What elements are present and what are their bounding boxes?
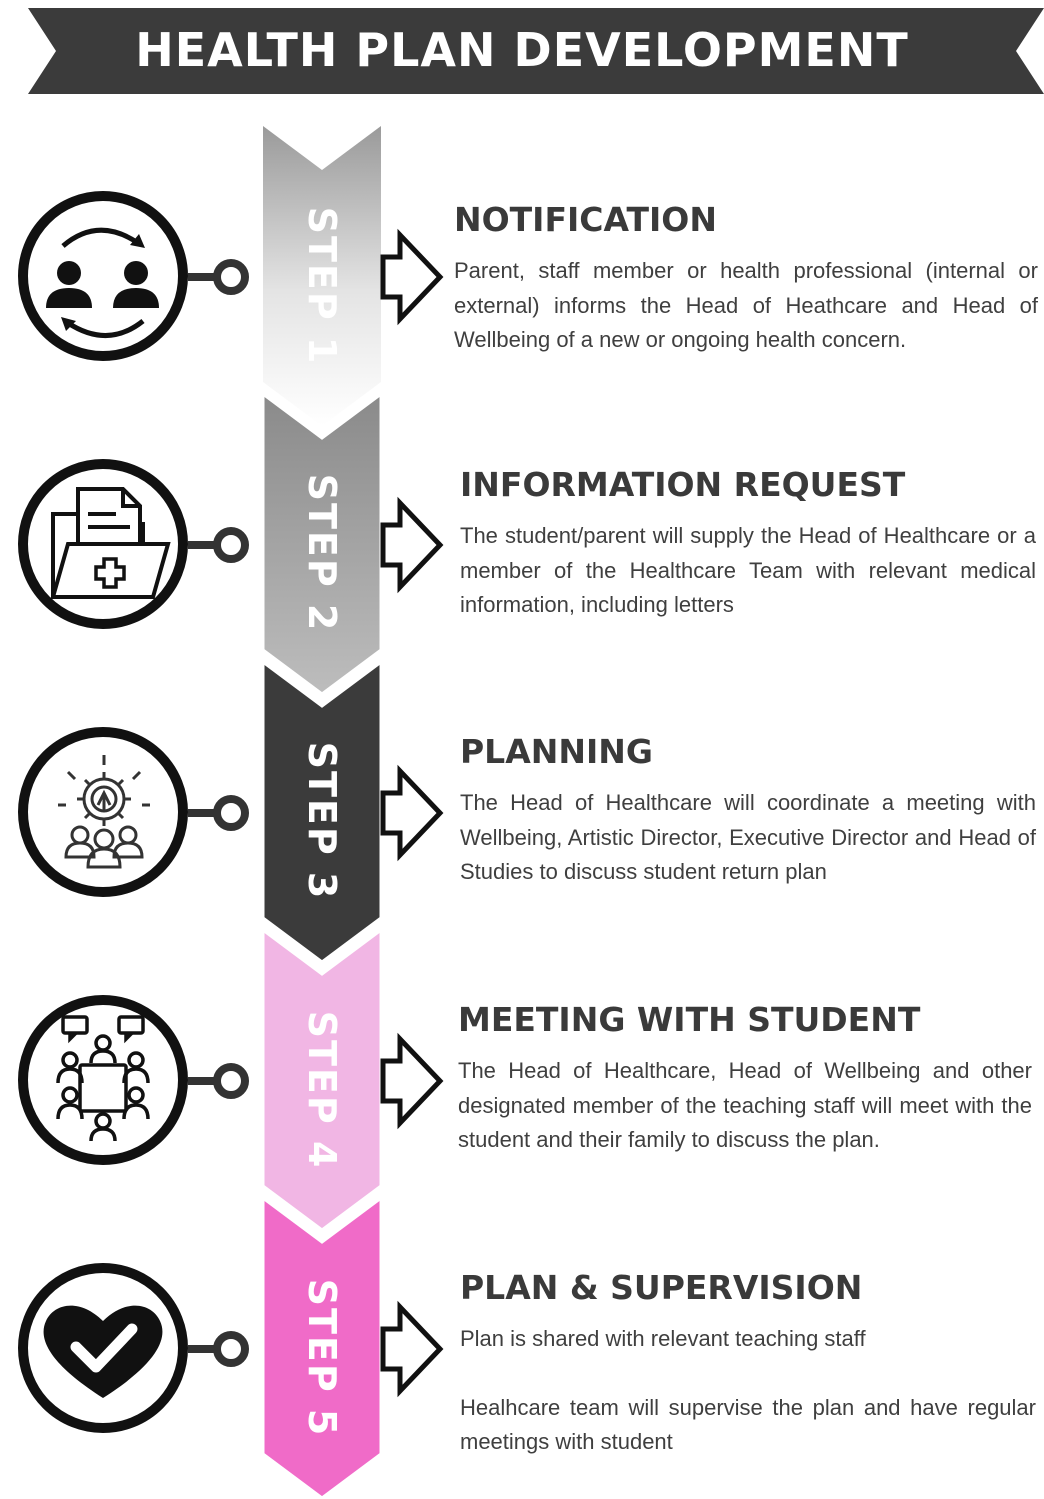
step-2-text: The student/parent will supply the Head …: [460, 523, 1036, 617]
heart-check-icon: [18, 1263, 188, 1433]
step-5-chevron: [261, 1195, 383, 1499]
step-4-text: The Head of Healthcare, Head of Wellbein…: [458, 1058, 1032, 1152]
step-5-text-2: Healhcare team will supervise the plan a…: [460, 1394, 1036, 1455]
page-title: HEALTH PLAN DEVELOPMENT: [135, 23, 909, 77]
step-label-1: STEP 1: [300, 206, 344, 366]
step-3-chevron: [261, 659, 383, 964]
step-4-chevron: [261, 927, 383, 1232]
step-label-5: STEP 5: [300, 1278, 344, 1438]
step-5-heading: PLAN & SUPERVISION: [460, 1268, 863, 1307]
step-2-icon-circle: [18, 459, 188, 629]
title-banner: [28, 8, 1044, 94]
step-2-block: INFORMATION REQUEST The student/parent w…: [460, 465, 1036, 623]
step-4-heading: MEETING WITH STUDENT: [458, 1000, 921, 1039]
step-2-arrow-icon: [380, 496, 444, 594]
banner-shape: [28, 8, 1044, 94]
step-4-arrow-icon: [380, 1032, 444, 1130]
step-3-arrow-icon: [380, 764, 444, 862]
step-4-connector-node: [213, 1063, 249, 1099]
step-3-block: PLANNING The Head of Healthcare will coo…: [460, 732, 1036, 890]
step-1-text: Parent, staff member or health professio…: [454, 258, 1038, 352]
step-1-heading: NOTIFICATION: [454, 200, 717, 239]
step-2-heading: INFORMATION REQUEST: [460, 465, 906, 504]
step-5-connector-node: [213, 1331, 249, 1367]
step-5-icon-circle: [18, 1263, 188, 1433]
step-2-chevron: [261, 391, 383, 696]
team-idea-gear-icon: [18, 727, 188, 897]
meeting-table-icon: [18, 995, 188, 1165]
step-1-icon-circle: [18, 191, 188, 361]
step-label-2: STEP 2: [300, 473, 344, 633]
step-3-text: The Head of Healthcare will coordinate a…: [460, 790, 1036, 884]
medical-folder-icon: [18, 459, 188, 629]
step-1-arrow-icon: [380, 228, 444, 326]
step-4-block: MEETING WITH STUDENT The Head of Healthc…: [458, 1000, 1032, 1158]
step-3-connector-node: [213, 795, 249, 831]
step-3-icon-circle: [18, 727, 188, 897]
step-3-heading: PLANNING: [460, 732, 653, 771]
step-5-arrow-icon: [380, 1300, 444, 1398]
step-label-4: STEP 4: [300, 1010, 344, 1170]
step-5-text-1: Plan is shared with relevant teaching st…: [460, 1326, 866, 1351]
step-2-connector-node: [213, 527, 249, 563]
step-1-connector-node: [213, 259, 249, 295]
step-5-block: PLAN & SUPERVISION Plan is shared with r…: [460, 1268, 1036, 1460]
step-1-block: NOTIFICATION Parent, staff member or hea…: [454, 200, 1038, 358]
step-1-chevron: [263, 126, 381, 426]
step-4-icon-circle: [18, 995, 188, 1165]
people-exchange-icon: [18, 191, 188, 361]
step-label-3: STEP 3: [300, 741, 344, 901]
